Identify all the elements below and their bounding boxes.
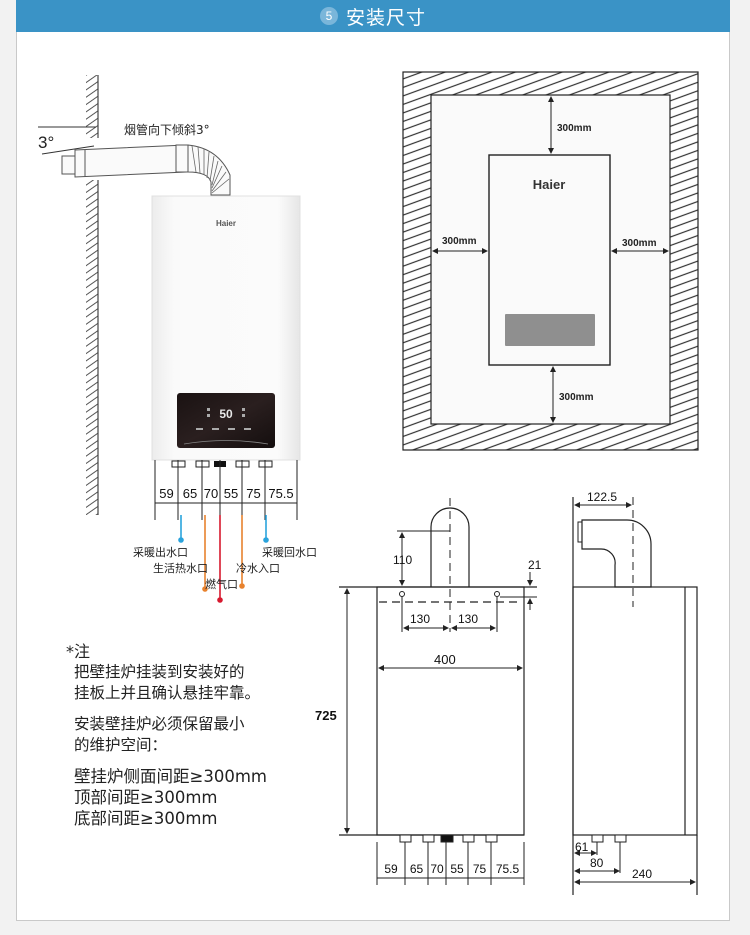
port-leader-dot [178,537,184,543]
side-technical-drawing [572,497,698,895]
depth-label: 240 [632,867,652,881]
side-body-outline [572,586,698,836]
port-leader-dot [239,583,245,589]
note-line: 安装壁挂炉必须保留最小 [74,715,245,733]
port-label: 燃气口 [205,577,238,591]
top-clearance-label: 300mm [557,123,592,134]
spacing-label: 75 [246,486,260,501]
width-label: 400 [434,652,456,667]
note-line: 挂板上并且确认悬挂牢靠。 [74,684,261,702]
spacing-label: 75.5 [268,486,293,501]
flue-height-label: 110 [393,553,412,567]
port1-offset-label: 61 [575,840,589,854]
port-label: 冷水入口 [236,562,280,575]
flue-outline [430,507,470,587]
spec-side-clearance: 壁挂炉侧面间距≥300mm [74,767,267,786]
note-line: 把壁挂炉挂装到安装好的 [74,663,245,681]
wall-hatch [86,75,98,515]
port-leader-dot [202,586,208,592]
port-label: 生活热水口 [153,561,208,575]
section-number-badge: 5 [319,7,338,25]
height-label: 725 [315,708,337,723]
port2-offset-label: 80 [590,856,604,870]
front-drawing-labels: 110 21 130 130 400 725 [315,553,542,723]
port-label: 采暖回水口 [262,546,317,559]
note-line: 的维护空间： [74,736,168,754]
flue-pipe [61,144,231,196]
half-spacing-right-label: 130 [458,612,478,626]
port-leader-dot [263,537,269,543]
spec-top-clearance: 顶部间距≥300mm [74,788,218,807]
flue-offset-label: 122.5 [587,490,617,504]
spacing-label: 75 [473,862,487,876]
spacing-label: 70 [204,486,218,501]
installation-notes: *注 把壁挂炉挂装到安装好的 挂板上并且确认悬挂牢靠。 安装壁挂炉必须保留最小 … [66,638,267,829]
side-view-spacing-dimensions: 59 65 70 55 75 75.5 [154,460,298,520]
spec-bottom-clearance: 底部间距≥300mm [74,809,218,828]
mounting-hole-right [494,591,500,597]
spacing-label: 59 [384,862,398,876]
spacing-label: 55 [224,486,238,501]
boiler-body-outline [376,586,525,836]
flue-slope-note: 烟管向下倾斜3° [124,122,210,137]
front-ports [399,834,498,843]
front-technical-drawing: 59 65 70 55 75 75.5 [339,498,537,885]
left-clearance-label: 300mm [442,236,477,247]
side-drawing-labels: 122.5 61 80 240 [575,490,652,881]
mounting-hole-left [399,591,405,597]
spacing-label: 70 [430,862,444,876]
clearance-diagram: Haier 300mm 300mm 300mm 300mm [402,71,699,451]
right-clearance-label: 300mm [622,238,657,249]
port-label: 采暖出水口 [133,545,188,559]
spacing-label: 55 [450,862,464,876]
port-connectors [171,460,273,468]
control-panel [177,393,275,448]
spacing-label: 59 [159,486,173,501]
panel-display-reading: 50 [219,407,233,421]
port-leader-dot [217,597,223,603]
angle-line-sloped [41,145,95,155]
spacing-label: 65 [183,486,197,501]
boiler-outline-brand: Haier [533,177,566,192]
boiler-brand-logo: Haier [216,219,236,228]
spacing-label: 75.5 [496,862,520,876]
side-flue-elbow [581,519,652,588]
section-title: 安装尺寸 [345,6,426,29]
side-installation-view: 3° 烟管向下倾斜3° Haier 50 [38,75,317,603]
section-header: 5 安装尺寸 [16,0,730,32]
spacing-label: 65 [410,862,424,876]
angle-label: 3° [38,133,54,152]
offset-label: 21 [528,558,542,572]
bottom-clearance-label: 300mm [559,392,594,403]
boiler-outline-panel [505,314,595,346]
notes-heading: *注 [66,642,91,661]
half-spacing-left-label: 130 [410,612,430,626]
front-bottom-spacing-dimensions: 59 65 70 55 75 75.5 [376,842,525,885]
